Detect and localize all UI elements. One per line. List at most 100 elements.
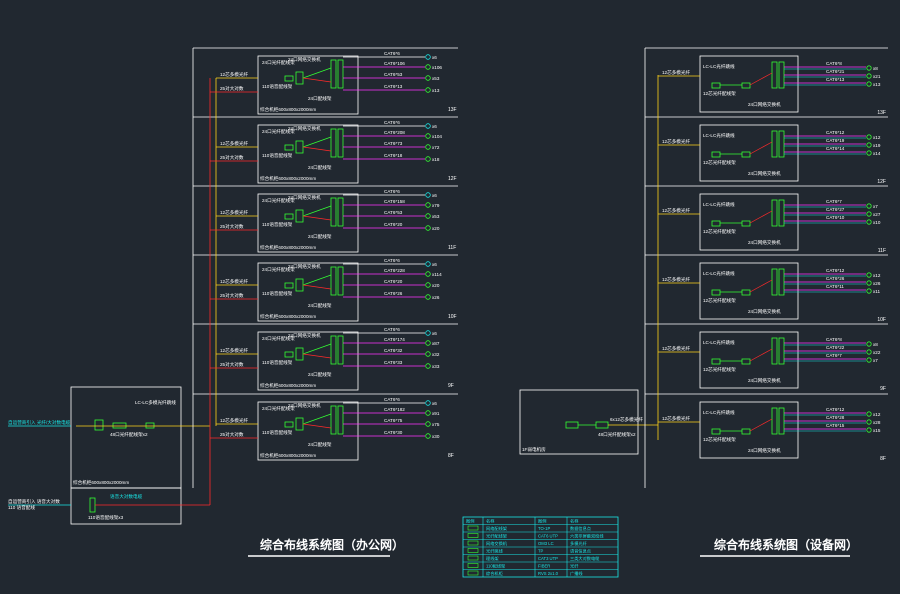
- svg-text:24口配线架: 24口配线架: [308, 233, 332, 240]
- legend-header-cell: 名称: [486, 518, 494, 525]
- svg-text:24口光纤配线架: 24口光纤配线架: [262, 197, 295, 204]
- office-outlet-count: x6: [432, 55, 437, 60]
- office-outlet-count: x20: [432, 283, 440, 288]
- svg-text:24口网络交换机: 24口网络交换机: [748, 308, 781, 315]
- svg-text:12芯光纤配线架: 12芯光纤配线架: [703, 436, 736, 443]
- equipment-cable-label: CAT6*27: [826, 207, 845, 212]
- office-cable-label: CAT6*158: [384, 199, 405, 204]
- office-outlet-count: x114: [432, 272, 442, 277]
- equipment-outlet-count: x10: [873, 220, 881, 225]
- office-cable-label: CAT6*18: [384, 153, 403, 158]
- equipment-floor-label: 10F: [877, 317, 886, 323]
- office-floor-13f: 综合机柜600x800x2000mm12芯多模光纤25对大对数24口光纤配线架2…: [210, 51, 457, 115]
- equipment-cable-label: CAT6*12: [826, 407, 845, 412]
- svg-text:12芯多模光纤: 12芯多模光纤: [662, 207, 690, 214]
- equipment-cable-label: CAT6*13: [826, 77, 845, 82]
- office-floor-10f: 综合机柜600x800x2000mm12芯多模光纤25对大对数24口光纤配线架2…: [210, 258, 457, 322]
- svg-text:24口光纤配线架: 24口光纤配线架: [262, 335, 295, 342]
- equipment-outlet-count: x12: [873, 412, 881, 417]
- equipment-cable-label: CAT6*15: [826, 423, 845, 428]
- legend-cell: 数据信息点: [570, 525, 591, 532]
- equipment-outlet-count: x7: [873, 358, 878, 363]
- office-outlet-count: x79: [432, 203, 440, 208]
- equipment-outlet-count: x27: [873, 212, 881, 217]
- equipment-floor-11f: 12芯多模光纤LC-LC光纤跳线12芯光纤配线架24口网络交换机CAT6*7x7…: [658, 193, 886, 254]
- svg-text:25对大对数: 25对大对数: [220, 361, 244, 368]
- svg-text:110语音配线架: 110语音配线架: [262, 359, 293, 366]
- equipment-floor-9f: 12芯多模光纤LC-LC光纤跳线12芯光纤配线架24口网络交换机CAT6*8x8…: [658, 331, 886, 392]
- equipment-cable-label: CAT6*28: [826, 415, 845, 420]
- office-outlet-count: x106: [432, 65, 442, 70]
- office-floor-11f: 综合机柜600x800x2000mm12芯多模光纤25对大对数24口光纤配线架2…: [210, 189, 456, 253]
- svg-text:12芯多模光纤: 12芯多模光纤: [662, 345, 690, 352]
- equipment-cable-label: CAT6*14: [826, 146, 845, 151]
- legend-cell: CAT3 UTP: [538, 556, 558, 561]
- legend-cell: 三类大对数电缆: [570, 555, 600, 562]
- svg-text:24口配线架: 24口配线架: [308, 371, 332, 378]
- office-cable-label: CAT6*30: [384, 430, 403, 435]
- office-cable-label: CAT6*6: [384, 397, 400, 402]
- svg-text:110语音配线架: 110语音配线架: [262, 83, 293, 90]
- svg-text:自运营商引入 光纤/大对数电缆: 自运营商引入 光纤/大对数电缆: [8, 419, 71, 426]
- equipment-cable-label: CAT6*12: [826, 268, 845, 273]
- main-equipment-room-left: 自运营商引入 光纤/大对数电缆 自运营商引入 语音大对数 110 语音配线 LC…: [8, 386, 210, 525]
- svg-text:110语音配线架: 110语音配线架: [262, 221, 293, 228]
- equipment-floor-13f: 12芯多模光纤LC-LC光纤跳线12芯光纤配线架24口网络交换机CAT6*8x8…: [658, 55, 886, 116]
- legend-symbol-icon: [467, 533, 479, 538]
- office-cable-label: CAT6*53: [384, 210, 403, 215]
- office-floor-label: 10F: [448, 314, 457, 320]
- office-outlet-count: x30: [432, 434, 440, 439]
- legend-cell: 多模光纤: [570, 540, 588, 547]
- office-cable-label: CAT6*6: [384, 189, 400, 194]
- svg-text:LC-LC光纤跳线: LC-LC光纤跳线: [703, 63, 735, 70]
- equipment-cable-label: CAT6*26: [826, 276, 845, 281]
- svg-text:自运营商引入 语音大对数: 自运营商引入 语音大对数: [8, 498, 60, 505]
- legend-cell: CAT6 UTP: [538, 534, 558, 539]
- office-floor-8f: 综合机柜600x800x2000mm12芯多模光纤25对大对数24口光纤配线架2…: [210, 397, 454, 461]
- equipment-outlet-count: x12: [873, 273, 881, 278]
- office-cable-label: CAT6*6: [384, 258, 400, 263]
- legend-cell: TP: [538, 549, 544, 554]
- svg-text:12芯光纤配线架: 12芯光纤配线架: [703, 90, 736, 97]
- legend-cell: OM3 LC: [538, 541, 554, 546]
- svg-text:24口配线架: 24口配线架: [308, 95, 332, 102]
- office-floor-label: 8F: [448, 453, 454, 459]
- svg-text:语音大对数电缆: 语音大对数电缆: [110, 493, 143, 500]
- legend-cell: 理线架: [486, 555, 499, 562]
- office-cable-label: CAT6*6: [384, 327, 400, 332]
- svg-text:25对大对数: 25对大对数: [220, 431, 244, 438]
- svg-text:24口光纤配线架: 24口光纤配线架: [262, 59, 295, 66]
- equipment-cable-label: CAT6*7: [826, 199, 842, 204]
- office-cable-label: CAT6*182: [384, 407, 405, 412]
- svg-text:24口光纤配线架: 24口光纤配线架: [262, 405, 295, 412]
- svg-text:48口光纤配线架x2: 48口光纤配线架x2: [598, 431, 636, 438]
- svg-text:24口网络交换机: 24口网络交换机: [288, 194, 321, 201]
- equipment-outlet-count: x26: [873, 281, 881, 286]
- office-outlet-count: x72: [432, 145, 440, 150]
- equipment-outlet-count: x22: [873, 350, 881, 355]
- equipment-outlet-count: x7: [873, 204, 878, 209]
- equipment-cable-label: CAT6*7: [826, 353, 842, 358]
- svg-text:LC-LC光纤跳线: LC-LC光纤跳线: [703, 270, 735, 277]
- legend-header-cell: 图例: [466, 518, 474, 525]
- office-cable-label: CAT6*13: [384, 84, 403, 89]
- equipment-outlet-count: x13: [873, 82, 881, 87]
- svg-text:24口网络交换机: 24口网络交换机: [288, 332, 321, 339]
- office-cable-label: CAT6*106: [384, 61, 405, 66]
- equipment-floor-label: 13F: [877, 110, 886, 116]
- office-floor-12f: 综合机柜600x800x2000mm12芯多模光纤25对大对数24口光纤配线架2…: [210, 120, 457, 184]
- legend-symbol-icon: [467, 548, 479, 553]
- legend-cell: TO-1P: [538, 526, 550, 531]
- legend-symbol-icon: [467, 525, 479, 531]
- legend-symbol-icon: [467, 570, 479, 576]
- office-cable-label: CAT6*75: [384, 418, 403, 423]
- office-cable-label: CAT6*33: [384, 360, 403, 365]
- svg-text:LC-LC光纤跳线: LC-LC光纤跳线: [703, 132, 735, 139]
- office-outlet-count: x75: [432, 422, 440, 427]
- equipment-network-floors: 12芯多模光纤LC-LC光纤跳线12芯光纤配线架24口网络交换机CAT6*8x8…: [644, 47, 888, 488]
- office-outlet-count: x20: [432, 226, 440, 231]
- office-outlet-count: x53: [432, 214, 440, 219]
- svg-text:48口光纤配线架x2: 48口光纤配线架x2: [110, 431, 148, 438]
- office-floor-label: 12F: [448, 176, 457, 182]
